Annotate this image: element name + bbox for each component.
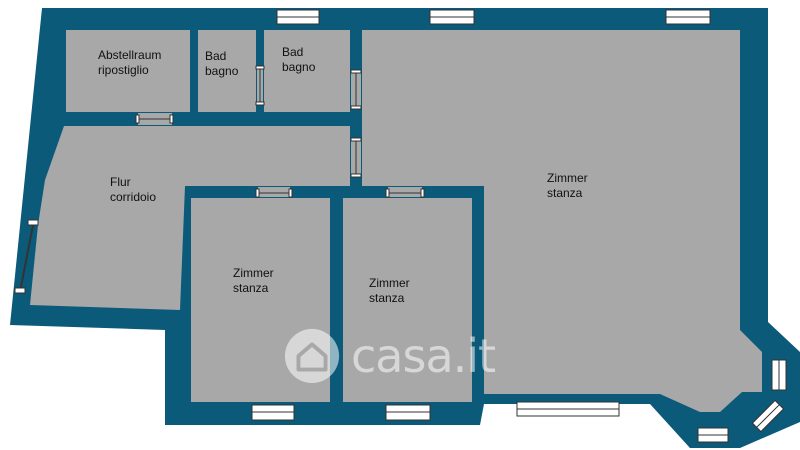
window-top-1 — [276, 9, 320, 25]
hallway-label-line2: corridoio — [110, 190, 157, 204]
room-middle-floor — [343, 198, 472, 402]
hallway-label-line1: Flur — [110, 175, 131, 189]
bath2-label-line1: Bad — [282, 45, 304, 59]
window-bay-3 — [771, 359, 787, 391]
window-bottom-2 — [385, 404, 431, 421]
window-bottom-3 — [516, 401, 620, 417]
room-left-label-line2: stanza — [233, 281, 269, 295]
large-room-label-line2: stanza — [547, 186, 583, 200]
watermark-text: casa.it — [351, 329, 496, 383]
room-middle-label-line2: stanza — [369, 291, 405, 305]
window-top-2 — [429, 9, 475, 25]
large-room-label-line1: Zimmer — [547, 171, 588, 185]
bath1-label-line1: Bad — [205, 49, 227, 63]
bath1-label: Bad bagno — [205, 49, 238, 79]
room-left-label-line1: Zimmer — [233, 266, 274, 280]
large-room-label: Zimmer stanza — [547, 171, 588, 201]
watermark: casa.it — [283, 326, 496, 386]
bath1-label-line2: bagno — [205, 64, 239, 78]
storage-label-line1: Abstellraum — [98, 48, 162, 62]
room-left-label: Zimmer stanza — [233, 266, 274, 296]
hallway-label: Flur corridoio — [110, 175, 156, 205]
storage-floor — [66, 30, 190, 112]
hallway-floor — [30, 126, 350, 310]
bath2-floor — [264, 30, 350, 112]
large-room-floor — [362, 30, 762, 412]
bath2-label-line2: bagno — [282, 60, 316, 74]
door-bath2 — [350, 69, 362, 110]
window-bay-1 — [697, 427, 729, 443]
door-storage — [135, 113, 174, 125]
window-top-3 — [665, 9, 711, 25]
room-middle-label-line1: Zimmer — [369, 276, 410, 290]
bath2-label: Bad bagno — [282, 45, 315, 75]
door-room-left — [255, 187, 293, 198]
window-bottom-1 — [251, 404, 295, 421]
door-room-middle — [385, 187, 425, 198]
door-large-room — [350, 137, 362, 178]
house-icon — [284, 328, 340, 384]
storage-label: Abstellraum ripostiglio — [98, 48, 161, 78]
door-bath1 — [255, 65, 265, 106]
room-middle-label: Zimmer stanza — [369, 276, 410, 306]
bath1-floor — [198, 30, 256, 112]
window-bay-2 — [751, 399, 785, 433]
left-wall-opening — [14, 219, 39, 294]
storage-label-line2: ripostiglio — [98, 63, 149, 77]
